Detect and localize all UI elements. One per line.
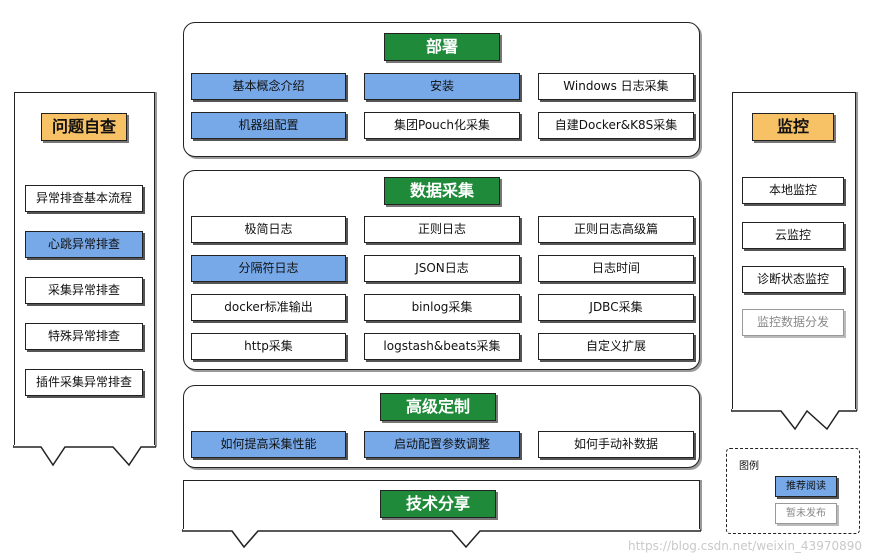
self-check-item-heartbeat[interactable]: 心跳异常排查: [25, 231, 143, 258]
deploy-item-pouch[interactable]: 集团Pouch化采集: [364, 112, 520, 139]
advanced-title: 高级定制: [380, 393, 496, 421]
collect-item-simple[interactable]: 极简日志: [191, 216, 346, 243]
collect-title: 数据采集: [384, 177, 500, 205]
monitor-title: 监控: [752, 113, 834, 141]
deploy-title: 部署: [384, 33, 500, 61]
monitor-item-distribution: 监控数据分发: [742, 309, 844, 336]
monitor-item-local[interactable]: 本地监控: [742, 177, 844, 204]
self-check-item-special[interactable]: 特殊异常排查: [25, 323, 143, 350]
deploy-item-windows[interactable]: Windows 日志采集: [538, 73, 694, 100]
monitor-panel: [731, 92, 857, 431]
collect-item-http[interactable]: http采集: [191, 333, 346, 360]
collect-item-logstash-beats[interactable]: logstash&beats采集: [364, 333, 520, 360]
advanced-item-backfill[interactable]: 如何手动补数据: [538, 431, 694, 458]
collect-item-delimiter[interactable]: 分隔符日志: [191, 255, 346, 282]
tech-share-title: 技术分享: [380, 490, 496, 518]
torn-edge: [13, 445, 156, 467]
collect-item-regex[interactable]: 正则日志: [364, 216, 520, 243]
deploy-item-install[interactable]: 安装: [364, 73, 520, 100]
deploy-item-docker-k8s[interactable]: 自建Docker&K8S采集: [538, 112, 694, 139]
torn-edge: [182, 529, 701, 549]
collect-item-custom-extension[interactable]: 自定义扩展: [538, 333, 694, 360]
legend-recommended: 推荐阅读: [775, 476, 837, 497]
legend-label: 图例: [739, 461, 759, 472]
collect-item-docker-stdout[interactable]: docker标准输出: [191, 294, 346, 321]
collect-item-binlog[interactable]: binlog采集: [364, 294, 520, 321]
collect-item-regex-advanced[interactable]: 正则日志高级篇: [538, 216, 694, 243]
collect-item-log-time[interactable]: 日志时间: [538, 255, 694, 282]
self-check-item-plugin[interactable]: 插件采集异常排查: [25, 369, 143, 396]
monitor-item-cloud[interactable]: 云监控: [742, 222, 844, 249]
watermark: https://blog.csdn.net/weixin_43970890: [627, 539, 862, 553]
legend-unpublished: 暂未发布: [775, 503, 837, 524]
advanced-item-startup-params[interactable]: 启动配置参数调整: [364, 431, 520, 458]
deploy-item-machine-group[interactable]: 机器组配置: [191, 112, 346, 139]
deploy-item-concepts[interactable]: 基本概念介绍: [191, 73, 346, 100]
legend: 图例 推荐阅读 暂未发布: [726, 448, 860, 534]
self-check-title: 问题自查: [41, 113, 127, 141]
self-check-item-basic-flow[interactable]: 异常排查基本流程: [25, 185, 143, 212]
advanced-item-performance[interactable]: 如何提高采集性能: [191, 431, 346, 458]
collect-item-jdbc[interactable]: JDBC采集: [538, 294, 694, 321]
self-check-item-collect[interactable]: 采集异常排查: [25, 277, 143, 304]
collect-item-json[interactable]: JSON日志: [364, 255, 520, 282]
monitor-item-diagnosis[interactable]: 诊断状态监控: [742, 266, 844, 293]
torn-edge: [731, 409, 857, 431]
